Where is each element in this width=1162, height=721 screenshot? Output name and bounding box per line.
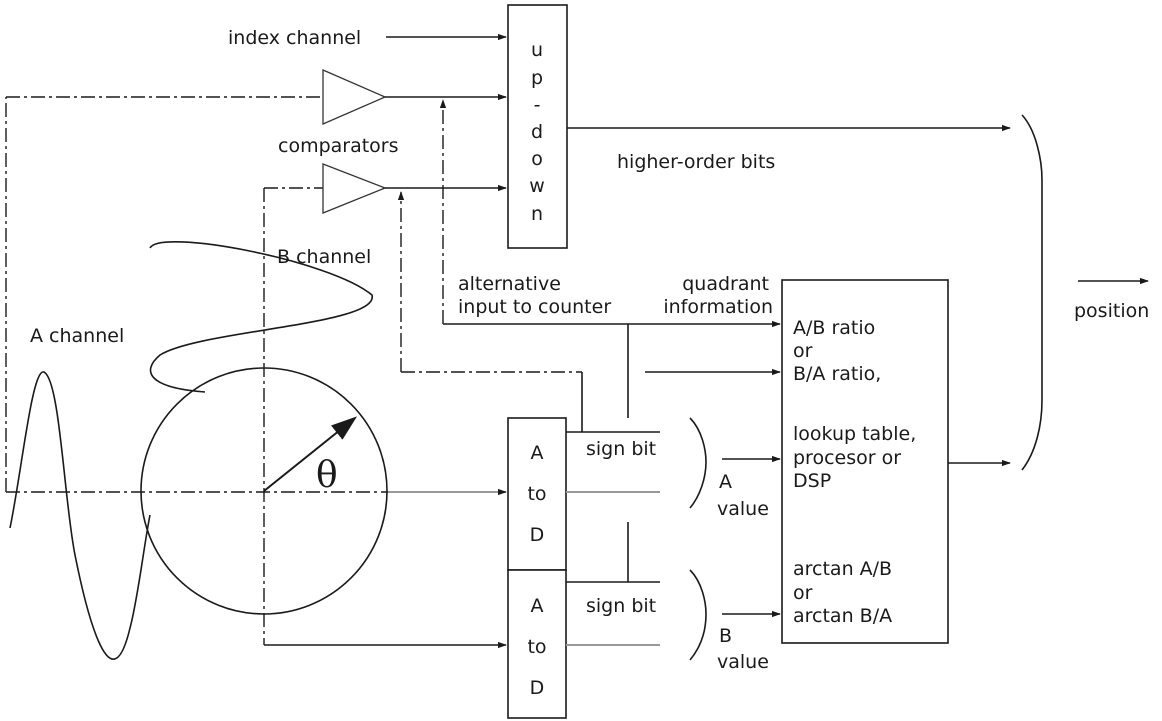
- sign-bit-b-label: sign bit: [586, 595, 656, 617]
- counter-letters: u p - d o w n: [529, 39, 545, 225]
- sign-bit-a-label: sign bit: [586, 438, 656, 460]
- counter-letter: o: [531, 148, 543, 170]
- counter-letter: -: [534, 94, 541, 116]
- adc-b-line: to: [527, 636, 546, 658]
- processor-line: lookup table,: [793, 423, 916, 445]
- alternative-label-line2: input to counter: [458, 296, 611, 318]
- counter-letter: p: [531, 67, 543, 89]
- position-brace: [1021, 114, 1043, 471]
- diagram-labels: index channel comparators B channel A ch…: [30, 27, 1149, 673]
- a-value-label-line1: A: [719, 471, 732, 493]
- a-channel-waveform: [9, 371, 151, 660]
- adc-b-text: A to D: [527, 595, 546, 699]
- processor-line: or: [793, 582, 813, 604]
- higher-order-bits-label: higher-order bits: [617, 151, 775, 173]
- adc-a-line: A: [531, 442, 544, 464]
- up-down-counter: [507, 4, 568, 249]
- counter-letter: n: [531, 203, 543, 225]
- counter-letter: d: [531, 121, 543, 143]
- position-label: position: [1074, 300, 1149, 322]
- counter-letter: w: [529, 175, 545, 197]
- adc-b-line: A: [531, 595, 544, 617]
- quadrant-label-line2: information: [663, 296, 773, 318]
- processor-line: arctan B/A: [793, 605, 892, 627]
- processor-line: A/B ratio: [793, 317, 875, 339]
- a-value-label-line2: value: [717, 498, 769, 520]
- theta-label: θ: [316, 455, 338, 496]
- b-value-label-line2: value: [717, 651, 769, 673]
- processor-line: B/A ratio,: [793, 363, 881, 385]
- processor-text: A/B ratio or B/A ratio, lookup table, pr…: [793, 317, 916, 627]
- b-value-brace: [689, 569, 707, 661]
- adc-a-text: A to D: [527, 442, 546, 546]
- b-channel-waveform: [149, 241, 373, 393]
- adc-b-box: [507, 569, 567, 719]
- b-channel-label: B channel: [277, 246, 371, 268]
- adc-b-line: D: [530, 677, 545, 699]
- a-channel-label: A channel: [30, 325, 124, 347]
- index-channel-label: index channel: [228, 27, 361, 49]
- counter-letter: u: [531, 39, 543, 61]
- adc-a-line: to: [527, 483, 546, 505]
- processor-line: DSP: [793, 470, 831, 492]
- adc-a-line: D: [530, 524, 545, 546]
- theta-radius-arrow: [263, 416, 358, 492]
- comparators-label: comparators: [278, 135, 399, 157]
- a-value-brace: [689, 417, 707, 509]
- comparator-a-icon: [322, 69, 387, 125]
- processor-box: [781, 279, 949, 644]
- comparator-b-icon: [322, 163, 387, 214]
- quadrant-label-line1: quadrant: [682, 273, 769, 295]
- b-value-label-line1: B: [719, 625, 732, 647]
- processor-line: arctan A/B: [793, 558, 892, 580]
- processor-line: procesor or: [793, 447, 901, 469]
- alternative-label-line1: alternative: [458, 273, 561, 295]
- processor-line: or: [793, 340, 813, 362]
